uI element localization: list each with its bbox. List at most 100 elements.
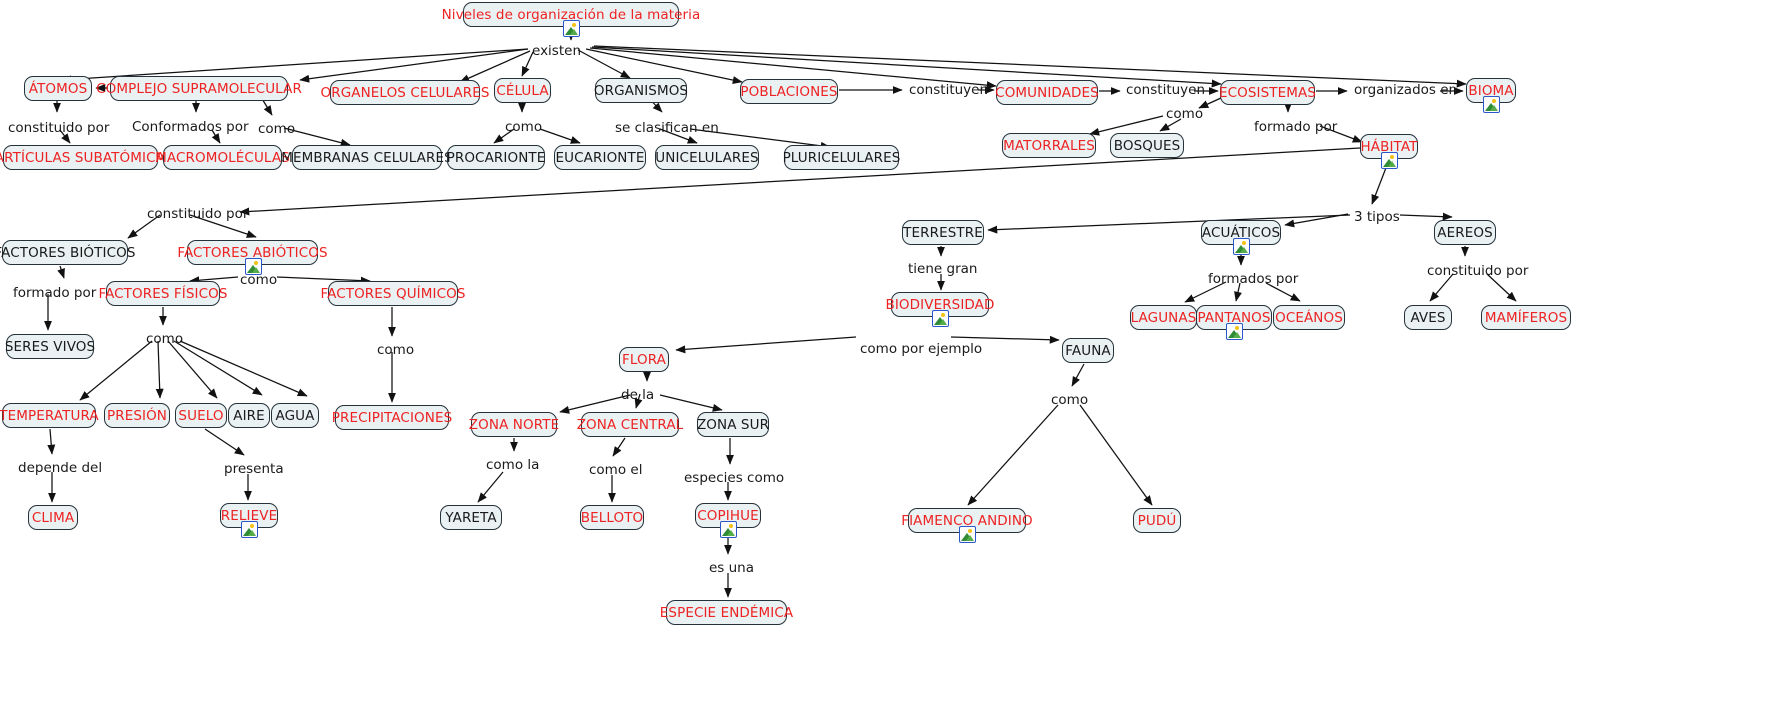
node-organismos[interactable]: ORGANISMOS (594, 78, 688, 103)
image-badge-icon[interactable] (563, 20, 580, 37)
node-organelos[interactable]: ORGANELOS CELULARES (321, 80, 489, 105)
node-mamiferos[interactable]: MAMÍFEROS (1481, 305, 1571, 330)
node-acuaticos[interactable]: ACUÁTICOS (1201, 220, 1281, 245)
node-label: CLIMA (31, 509, 75, 526)
node-fact_fisicos[interactable]: FACTORES FÍSICOS (98, 281, 227, 306)
node-label: FACTORES ABIÓTICOS (177, 244, 328, 261)
node-label: COMPLEJO SUPRAMOLECULAR (96, 80, 302, 97)
edge-label-constituido1: constituido por (8, 120, 110, 136)
node-presion[interactable]: PRESIÓN (104, 403, 170, 428)
node-label: FLORA (622, 351, 666, 368)
node-label: BIODIVERSIDAD (885, 296, 995, 313)
edge-label-como_f: como (377, 342, 415, 358)
node-label: BELLOTO (580, 509, 644, 526)
node-label: ORGANELOS CELULARES (320, 84, 490, 101)
node-yareta[interactable]: YARETA (440, 505, 502, 530)
image-badge-icon[interactable] (720, 521, 737, 538)
node-label: FACTORES QUÍMICOS (320, 285, 466, 302)
edge-label-constituyen2: constituyen (1126, 82, 1206, 98)
node-label: AVES (1410, 309, 1446, 326)
edge-label-conformados: Conformados por (132, 119, 249, 135)
node-atomos[interactable]: ÁTOMOS (24, 76, 92, 101)
node-belloto[interactable]: BELLOTO (580, 505, 644, 530)
node-label: LAGUNAS (1130, 309, 1197, 326)
edge-label-tiene_gran: tiene gran (908, 261, 978, 277)
node-bosques[interactable]: BOSQUES (1110, 133, 1184, 158)
node-label: MATORRALES (1003, 137, 1095, 154)
node-label: BIOMA (1468, 82, 1514, 99)
image-badge-icon[interactable] (932, 310, 949, 327)
node-ecosistemas[interactable]: ECOSISTEMAS (1219, 80, 1316, 105)
edge-label-formado_por: formado por (1254, 119, 1338, 135)
node-aves[interactable]: AVES (1404, 305, 1452, 330)
edge-label-formado_por2: formado por (13, 285, 97, 301)
node-pluricelulares[interactable]: PLURICELULARES (783, 145, 900, 170)
node-eucarionte[interactable]: EUCARIONTE (554, 145, 646, 170)
edge-label-se_clasifican: se clasifican en (615, 120, 719, 136)
node-label: MAMÍFEROS (1484, 309, 1568, 326)
node-terrestre[interactable]: TERRESTRE (902, 220, 984, 245)
image-badge-icon[interactable] (1233, 238, 1250, 255)
image-badge-icon[interactable] (241, 521, 258, 538)
node-label: Niveles de organización de la materia (441, 6, 701, 23)
node-label: COPIHUE (697, 507, 759, 524)
node-label: HÁBITAT (1360, 138, 1418, 155)
node-label: FACTORES BIÓTICOS (0, 244, 136, 261)
edge-label-es_una: es una (709, 560, 755, 576)
node-celula[interactable]: CÉLULA (494, 78, 551, 103)
node-macromoleculas[interactable]: MACROMOLÉCULAS (155, 145, 290, 170)
node-poblaciones[interactable]: POBLACIONES (740, 79, 838, 104)
node-fact_quimicos[interactable]: FACTORES QUÍMICOS (320, 281, 465, 306)
image-badge-icon[interactable] (1381, 152, 1398, 169)
node-pudu[interactable]: PUDÚ (1133, 508, 1181, 533)
node-oceanos[interactable]: OCEÁNOS (1273, 305, 1345, 330)
node-label: ÁTOMOS (28, 80, 88, 97)
edge-label-como_a: como (258, 121, 296, 137)
node-suelo[interactable]: SUELO (175, 403, 227, 428)
node-membranas[interactable]: MEMBRANAS CELULARES (281, 145, 453, 170)
node-zona_central[interactable]: ZONA CENTRAL (577, 412, 683, 437)
node-zona_sur[interactable]: ZONA SUR (697, 412, 769, 437)
node-particulas[interactable]: PARTÍCULAS SUBATÓMICAS (0, 145, 174, 170)
node-seres_vivos[interactable]: SERES VIVOS (5, 334, 95, 359)
node-comunidades[interactable]: COMUNIDADES (995, 80, 1099, 105)
node-pantanos[interactable]: PANTANOS (1196, 305, 1272, 330)
image-badge-icon[interactable] (1483, 96, 1500, 113)
node-procarionte[interactable]: PROCARIONTE (447, 145, 545, 170)
node-aereos[interactable]: AEREOS (1434, 220, 1496, 245)
node-label: AIRE (233, 407, 265, 424)
node-especie[interactable]: ESPECIE ENDÉMICA (660, 600, 793, 625)
node-label: FAUNA (1065, 342, 1111, 359)
node-label: ZONA CENTRAL (576, 416, 684, 433)
node-label: PRESIÓN (106, 407, 168, 424)
edge-label-como_e: como (146, 331, 184, 347)
image-badge-icon[interactable] (244, 258, 262, 275)
node-label: UNICELULARES (655, 149, 759, 166)
node-flora[interactable]: FLORA (619, 347, 669, 372)
node-lagunas[interactable]: LAGUNAS (1130, 305, 1197, 330)
node-unicelulares[interactable]: UNICELULARES (655, 145, 759, 170)
node-fact_abioticos[interactable]: FACTORES ABIÓTICOS (177, 240, 328, 265)
node-temperatura[interactable]: TEMPERATURA (0, 403, 99, 428)
edge-label-depende_del: depende del (18, 460, 103, 476)
edge-label-constituido3: constituido por (1427, 263, 1529, 279)
edge-label-de_la: de la (621, 387, 655, 403)
node-complejo[interactable]: COMPLEJO SUPRAMOLECULAR (96, 76, 302, 101)
node-precipitaciones[interactable]: PRECIPITACIONES (332, 405, 452, 430)
node-label: YARETA (445, 509, 497, 526)
node-fauna[interactable]: FAUNA (1062, 338, 1114, 363)
node-clima[interactable]: CLIMA (28, 505, 78, 530)
node-label: AEREOS (1437, 224, 1493, 241)
node-label: TERRESTRE (903, 224, 983, 241)
node-aire[interactable]: AIRE (228, 403, 270, 428)
node-matorrales[interactable]: MATORRALES (1002, 133, 1096, 158)
image-badge-icon[interactable] (959, 526, 976, 543)
image-badge-icon[interactable] (1226, 323, 1243, 340)
edge-label-como_g: como (1051, 392, 1089, 408)
node-fact_bioticos[interactable]: FACTORES BIÓTICOS (0, 240, 135, 265)
node-zona_norte[interactable]: ZONA NORTE (469, 412, 559, 437)
node-label: RELIEVE (220, 507, 278, 524)
node-agua[interactable]: AGUA (271, 403, 319, 428)
